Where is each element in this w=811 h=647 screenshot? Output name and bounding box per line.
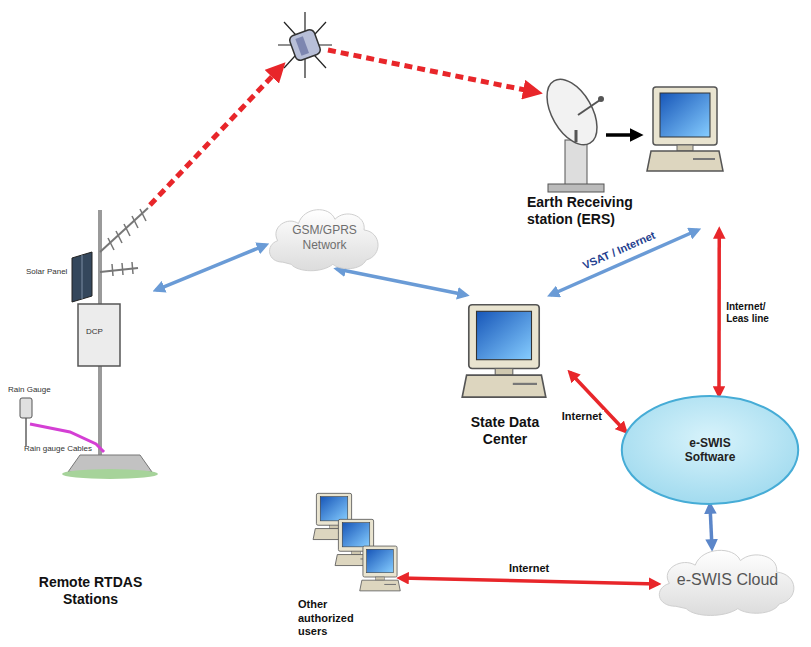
satellite — [278, 12, 332, 78]
shape-part — [124, 224, 130, 236]
node-text: Other authorized users — [298, 598, 378, 638]
shape-part — [288, 28, 321, 61]
station-group: Remote RTDAS Stations — [25, 205, 156, 610]
ellipse-shape — [622, 396, 798, 504]
shape-part — [578, 100, 600, 115]
data-arrow — [606, 133, 638, 137]
shape-part — [108, 238, 114, 250]
node-text: Remote RTDAS Stations — [28, 574, 153, 608]
shape-part — [62, 469, 158, 479]
shape-part — [537, 71, 608, 153]
node-text: e-SWIS Software — [670, 436, 750, 465]
shape-part — [132, 216, 138, 228]
shape-part — [72, 252, 92, 302]
network-cloud: GSM/GPRS Network — [262, 200, 387, 275]
dish-antenna — [537, 71, 608, 192]
cloud-shape: e-SWIS Cloud — [650, 540, 805, 620]
cloud-shape — [659, 550, 794, 615]
part-label: Rain Gauge — [8, 386, 51, 395]
shape-part — [548, 184, 604, 192]
shape-part — [116, 231, 122, 243]
satellite-downlink — [328, 50, 535, 92]
cloud-shape — [270, 210, 379, 271]
computer-icon — [647, 87, 723, 171]
shape-part — [575, 130, 578, 142]
station-group: Earth Receiving station (ERS) — [515, 75, 730, 230]
part-label: DCP — [86, 328, 103, 337]
part-label: Solar Panel — [26, 268, 67, 277]
edge-label: Internet — [507, 562, 551, 575]
edge-label: Internet — [560, 410, 604, 423]
node-text: State Data Center — [450, 414, 560, 448]
shape-part — [100, 208, 148, 252]
connector-arrow — [337, 269, 466, 295]
connector-arrow — [156, 245, 266, 290]
shape-part — [132, 262, 133, 274]
shape-part — [112, 264, 113, 276]
node-text: GSM/GPRS Network — [285, 223, 365, 252]
data-center-group: State Data Center — [440, 295, 570, 450]
shape-part — [78, 304, 120, 366]
rtdas-mast — [20, 208, 158, 479]
part-label: Rain gauge Cables — [24, 445, 92, 454]
software-ellipse: e-SWIS Software — [620, 395, 800, 505]
shape-part — [295, 36, 309, 56]
node-text: e-SWIS Cloud — [677, 570, 778, 589]
shape-part — [20, 398, 32, 418]
shape-part — [598, 96, 604, 102]
connector-arrow — [400, 578, 658, 584]
shape-part — [122, 263, 123, 275]
computer-icon — [462, 305, 546, 397]
shape-part — [82, 255, 83, 299]
connector-arrow — [710, 505, 712, 548]
shape-part — [140, 209, 146, 221]
shape-part — [565, 140, 587, 186]
node-text: Earth Receiving station (ERS) — [527, 194, 667, 228]
edge-label: Internet/ Leas line — [724, 301, 786, 324]
shape-part — [25, 418, 27, 446]
computer-icon — [360, 546, 401, 591]
users-group: Other authorized users — [290, 485, 400, 640]
satellite-uplink — [150, 68, 280, 205]
connector-arrow — [717, 230, 721, 395]
